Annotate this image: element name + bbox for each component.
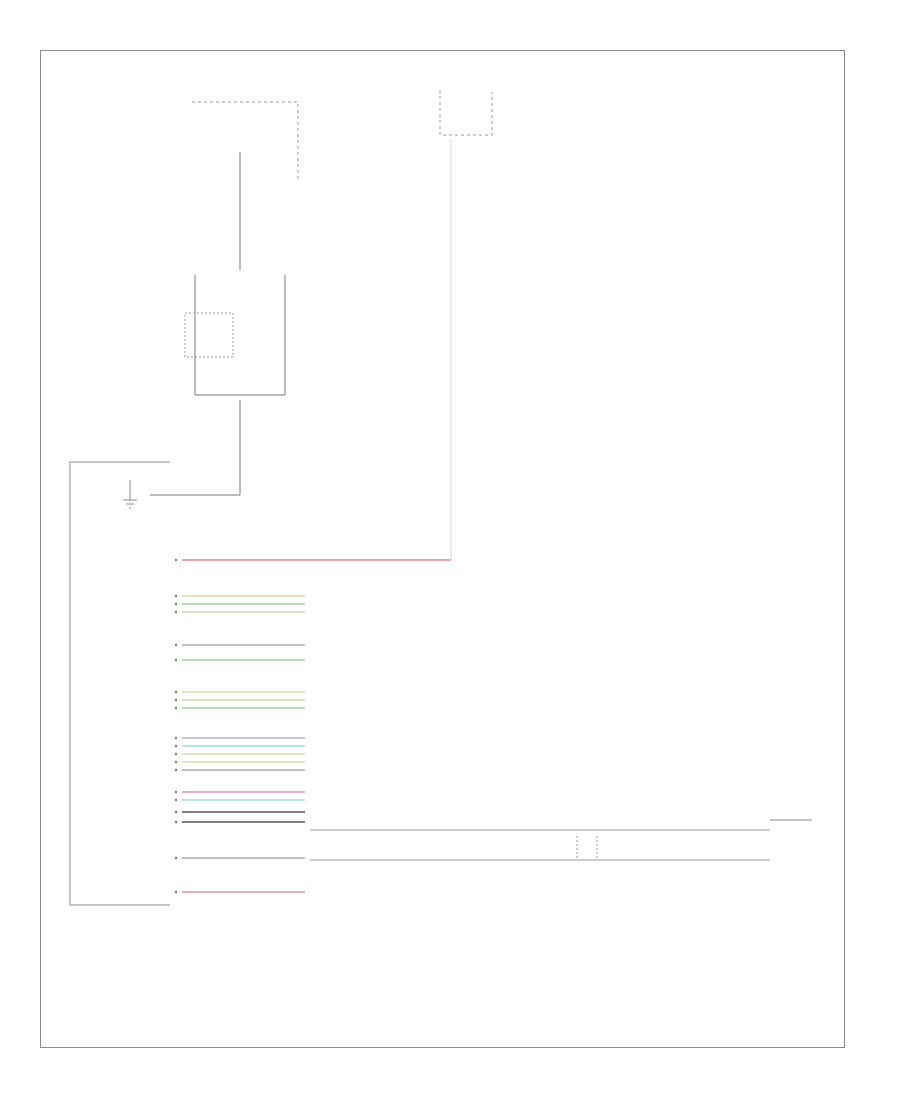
connector-row: [174, 810, 305, 814]
connector-row: [174, 602, 305, 606]
connector-row: [174, 610, 305, 614]
fuse-box: [439, 90, 493, 560]
ground-symbol: [123, 480, 137, 509]
pin-dot: [174, 602, 178, 606]
pin-dot: [174, 698, 178, 702]
mid-module: [150, 275, 286, 496]
connector-row: [174, 736, 305, 740]
pin-dot: [174, 736, 178, 740]
pin-dot: [174, 768, 178, 772]
pin-dot: [174, 643, 178, 647]
pin-dot: [174, 752, 178, 756]
pin-dot: [174, 810, 178, 814]
pin-dot: [174, 690, 178, 694]
pin-dot: [174, 798, 178, 802]
connector-row: [174, 658, 305, 662]
connector-row: [174, 690, 305, 694]
pin-dot: [174, 658, 178, 662]
connector-row: [174, 643, 305, 647]
pin-dot: [174, 594, 178, 598]
connector-row: [174, 856, 305, 860]
connector-row: [174, 760, 305, 764]
connector-row: [174, 706, 305, 710]
pin-dot: [174, 760, 178, 764]
pin-dot: [174, 706, 178, 710]
connector-row: [174, 744, 305, 748]
top-module: [192, 101, 299, 270]
connector-row: [174, 698, 305, 702]
pin-dot: [174, 890, 178, 894]
right-module: [310, 819, 812, 861]
pin-dot: [174, 856, 178, 860]
connector-rows: [174, 558, 451, 894]
pin-dot: [174, 610, 178, 614]
pin-dot: [174, 558, 178, 562]
connector-row: [174, 790, 305, 794]
pin-dot: [174, 744, 178, 748]
connector-row: [174, 768, 305, 772]
connector-row: [174, 594, 305, 598]
diagram-frame: [40, 50, 845, 1048]
connector-row: [174, 752, 305, 756]
connector-row: [174, 890, 305, 894]
pin-dot: [174, 790, 178, 794]
pin-dot: [174, 820, 178, 824]
connector-row: [174, 558, 451, 562]
connector-row: [174, 820, 305, 824]
main-connector-outline: [69, 461, 170, 906]
connector-row: [174, 798, 305, 802]
